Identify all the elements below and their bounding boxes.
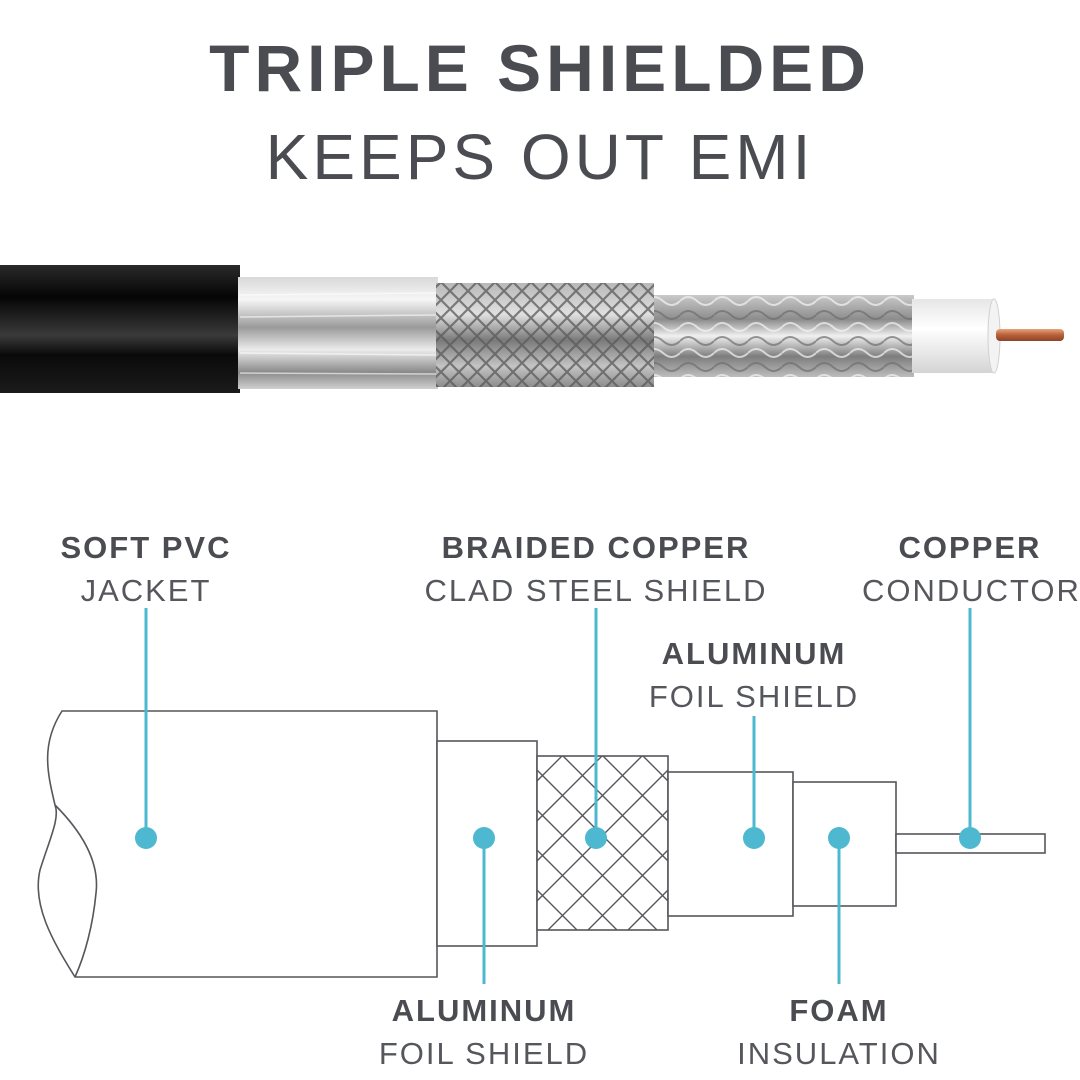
braid-marker [585,827,607,849]
outer-foil-marker [473,827,495,849]
cable-photo [0,265,1064,393]
inner-foil-marker [743,827,765,849]
braid-label-subtitle: CLAD STEEL SHIELD [424,573,768,608]
inner-foil-label: ALUMINUM FOIL SHIELD [644,638,864,712]
jacket-label-title: SOFT PVC [60,530,232,565]
braid-label-title: BRAIDED COPPER [441,530,751,565]
conductor-label-title: COPPER [898,530,1042,565]
foam-label-title: FOAM [789,993,889,1028]
diagram-inner-foil [667,771,794,917]
braid-label: BRAIDED COPPER CLAD STEEL SHIELD [416,532,776,606]
photo-outer-foil [238,277,438,389]
photo-jacket [0,265,240,393]
page-subtitle: KEEPS OUT EMI [265,121,815,193]
conductor-label: COPPER CONDUCTOR [862,530,1080,608]
outer-foil-label: ALUMINUM FOIL SHIELD [374,995,594,1069]
foam-label-subtitle: INSULATION [737,1036,941,1071]
jacket-marker [135,827,157,849]
outer-foil-label-subtitle: FOIL SHIELD [378,1036,590,1071]
conductor-marker [959,827,981,849]
jacket-label: SOFT PVC JACKET [46,532,246,606]
inner-foil-label-subtitle: FOIL SHIELD [648,679,860,714]
outer-foil-label-title: ALUMINUM [391,993,577,1028]
diagram-jacket [37,710,438,978]
braid-crosshatch [537,756,668,930]
foam-label: FOAM INSULATION [729,995,949,1069]
photo-foam [912,299,994,373]
conductor-label-subtitle: CONDUCTOR [862,573,1080,608]
inner-foil-label-title: ALUMINUM [661,636,847,671]
jacket-label-subtitle: JACKET [80,573,212,608]
page-title: TRIPLE SHIELDED [209,31,871,105]
photo-copper-conductor [996,329,1064,341]
foam-marker [828,827,850,849]
